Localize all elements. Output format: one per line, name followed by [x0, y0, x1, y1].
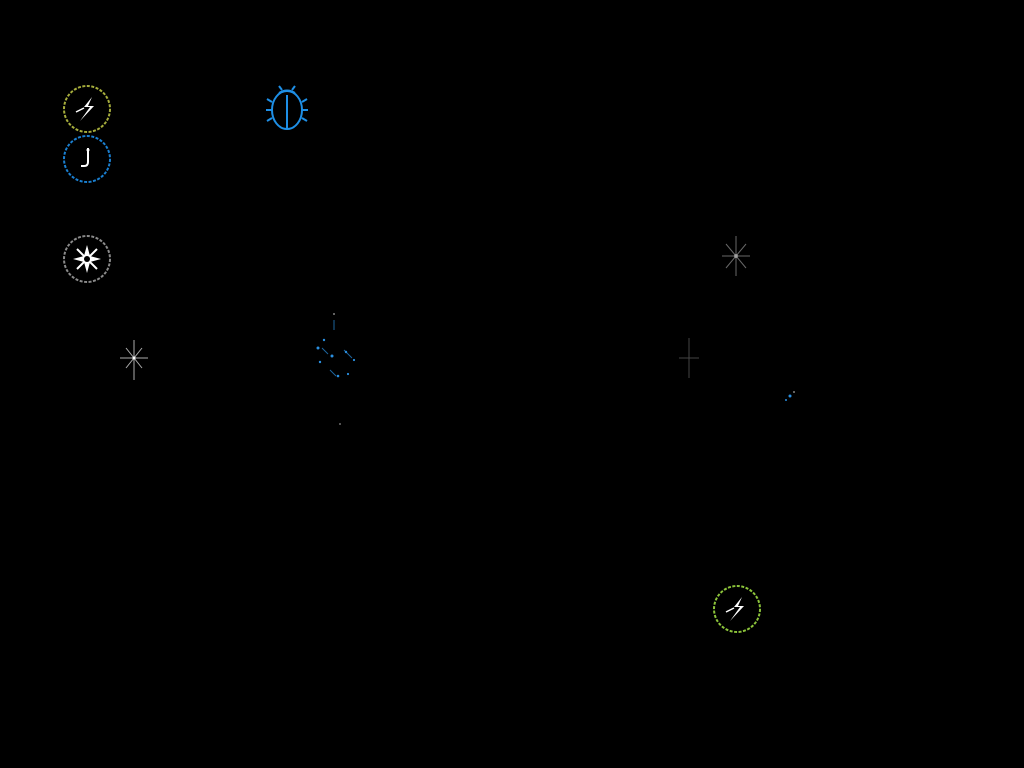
lightning-icon	[63, 85, 111, 133]
lightning-button-top[interactable]	[62, 84, 112, 134]
dim-sparkle-icon	[679, 338, 699, 378]
white-sparkle	[114, 336, 154, 384]
blue-sparkle	[308, 300, 364, 430]
lightning-icon	[713, 585, 761, 633]
lightning-button-bottom[interactable]	[712, 584, 762, 634]
dim-sparkle	[676, 334, 702, 382]
compass-button[interactable]	[62, 234, 112, 284]
bug-entity[interactable]	[264, 84, 310, 134]
white-sparkle-icon	[120, 340, 148, 380]
compass-icon	[63, 235, 111, 283]
blue-sparkle-icon	[316, 313, 356, 425]
tiny-blue-sparkle-icon	[785, 391, 795, 401]
faint-sparkle	[718, 232, 754, 280]
hook-button[interactable]	[62, 134, 112, 184]
bug-icon	[266, 85, 308, 130]
faint-sparkle-icon	[722, 236, 750, 276]
hook-icon	[63, 135, 111, 183]
tiny-blue-sparkle	[780, 386, 800, 410]
